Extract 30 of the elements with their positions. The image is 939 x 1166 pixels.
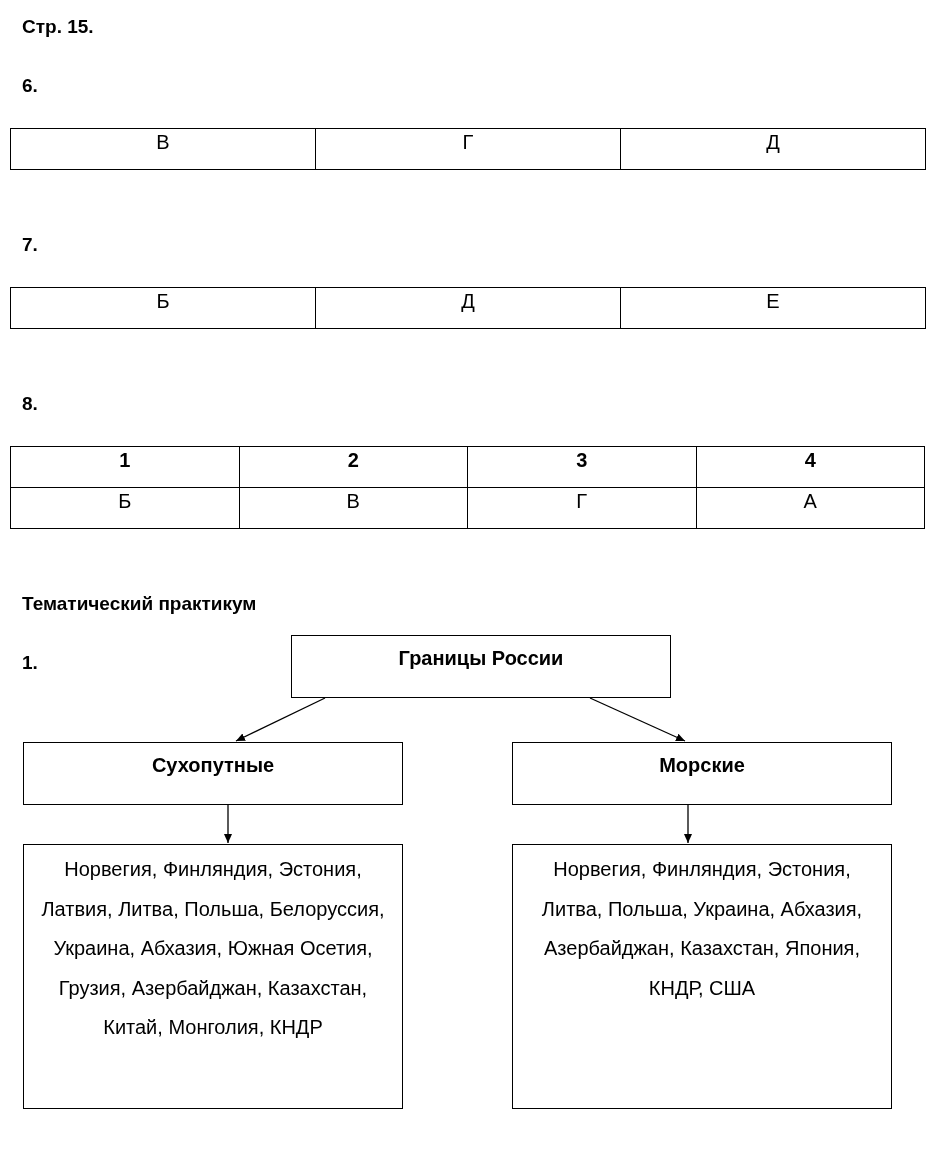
task-number: 6. [22,74,38,98]
table-cell: Б [10,487,240,529]
list-box [23,844,403,1109]
arrow [235,697,326,742]
table-cell: Е [620,287,926,329]
table-cell: Б [10,287,316,329]
task-number: 7. [22,233,38,257]
arrow [589,697,686,742]
arrow [684,804,692,844]
table-cell: Д [315,287,621,329]
table-cell: 1 [10,446,240,488]
heading-box [512,742,892,805]
arrow [224,804,232,844]
country-list: Норвегия, Финляндия, Эстония, Литва, Польша, Украина, Абхазия, Азербайджан, Казахстан, Япония, КНДР, США [525,850,879,1008]
table-cell: 4 [695,446,925,488]
heading-box [23,742,403,805]
task-number: 1. [22,651,38,675]
table-cell: Д [620,128,926,170]
table-cell: В [10,128,316,170]
page-heading: Стр. 15. [22,15,94,39]
table-cell: А [695,487,925,529]
box-title: Границы России [398,646,564,670]
list-box [512,844,892,1109]
heading-box [291,635,671,698]
section-heading: Тематический практикум [22,592,257,616]
country-list: Норвегия, Финляндия, Эстония, Латвия, Литва, Польша, Белоруссия, Украина, Абхазия, Южная Осетия, Грузия, Азербайджан, Казахстан, Китай, Монголия, КНДР [36,850,390,1048]
box-title: Морские [659,753,745,777]
task-number: 8. [22,392,38,416]
table-cell: Г [315,128,621,170]
box-title: Сухопутные [151,753,275,777]
